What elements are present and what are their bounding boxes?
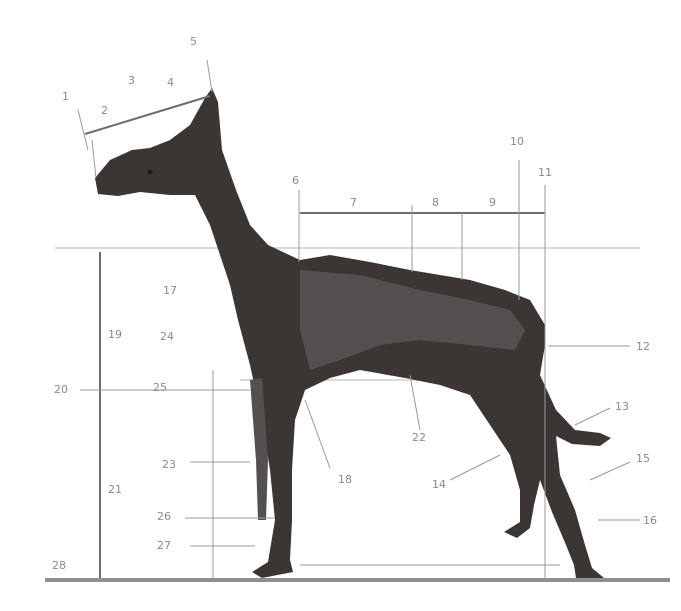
label-8: 8 xyxy=(432,196,439,209)
label-23: 23 xyxy=(162,458,176,471)
label-13: 13 xyxy=(615,400,629,413)
head-tick-right xyxy=(207,60,212,92)
label-18: 18 xyxy=(338,473,352,486)
label-10: 10 xyxy=(510,135,524,148)
label-7: 7 xyxy=(350,196,357,209)
label-19: 19 xyxy=(108,328,122,341)
label-20: 20 xyxy=(54,383,68,396)
label-28: 28 xyxy=(52,559,66,572)
label-15: 15 xyxy=(636,452,650,465)
muzzle-drop-line xyxy=(92,140,96,178)
label-4: 4 xyxy=(167,76,174,89)
label-27: 27 xyxy=(157,539,171,552)
label-5: 5 xyxy=(190,35,197,48)
label-6: 6 xyxy=(292,174,299,187)
label-14: 14 xyxy=(432,478,446,491)
leader-13 xyxy=(575,408,610,425)
label-2: 2 xyxy=(101,104,108,117)
leader-22 xyxy=(410,375,420,430)
label-16: 16 xyxy=(643,514,657,527)
label-9: 9 xyxy=(489,196,496,209)
leader-18 xyxy=(305,400,330,468)
label-22: 22 xyxy=(412,431,426,444)
label-17: 17 xyxy=(163,284,177,297)
label-25: 25 xyxy=(153,381,167,394)
label-1: 1 xyxy=(62,90,69,103)
label-21: 21 xyxy=(108,483,122,496)
head-tick-left xyxy=(78,110,88,150)
label-12: 12 xyxy=(636,340,650,353)
leader-15 xyxy=(590,462,630,480)
label-24: 24 xyxy=(160,330,174,343)
label-3: 3 xyxy=(128,74,135,87)
label-26: 26 xyxy=(157,510,171,523)
label-11: 11 xyxy=(538,166,552,179)
leader-14 xyxy=(450,455,500,480)
